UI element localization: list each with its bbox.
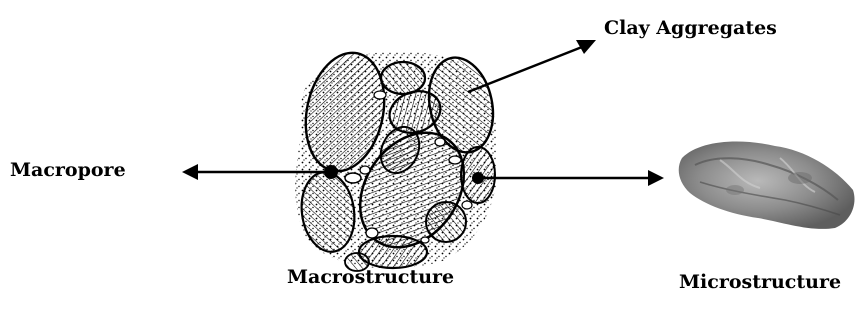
microstructure-image <box>679 142 855 229</box>
clay-aggregates-label: Clay Aggregates <box>604 19 777 38</box>
macrostructure-label: Macrostructure <box>287 268 454 287</box>
macropore-label: Macropore <box>10 161 126 180</box>
clay-aggregates-arrow <box>468 40 596 92</box>
microstructure-arrow <box>478 170 664 186</box>
aggregate-9 <box>426 202 466 242</box>
aggregate-2 <box>381 62 425 94</box>
microstructure-label: Microstructure <box>679 273 841 292</box>
macrostructure-aggregate <box>295 45 501 271</box>
